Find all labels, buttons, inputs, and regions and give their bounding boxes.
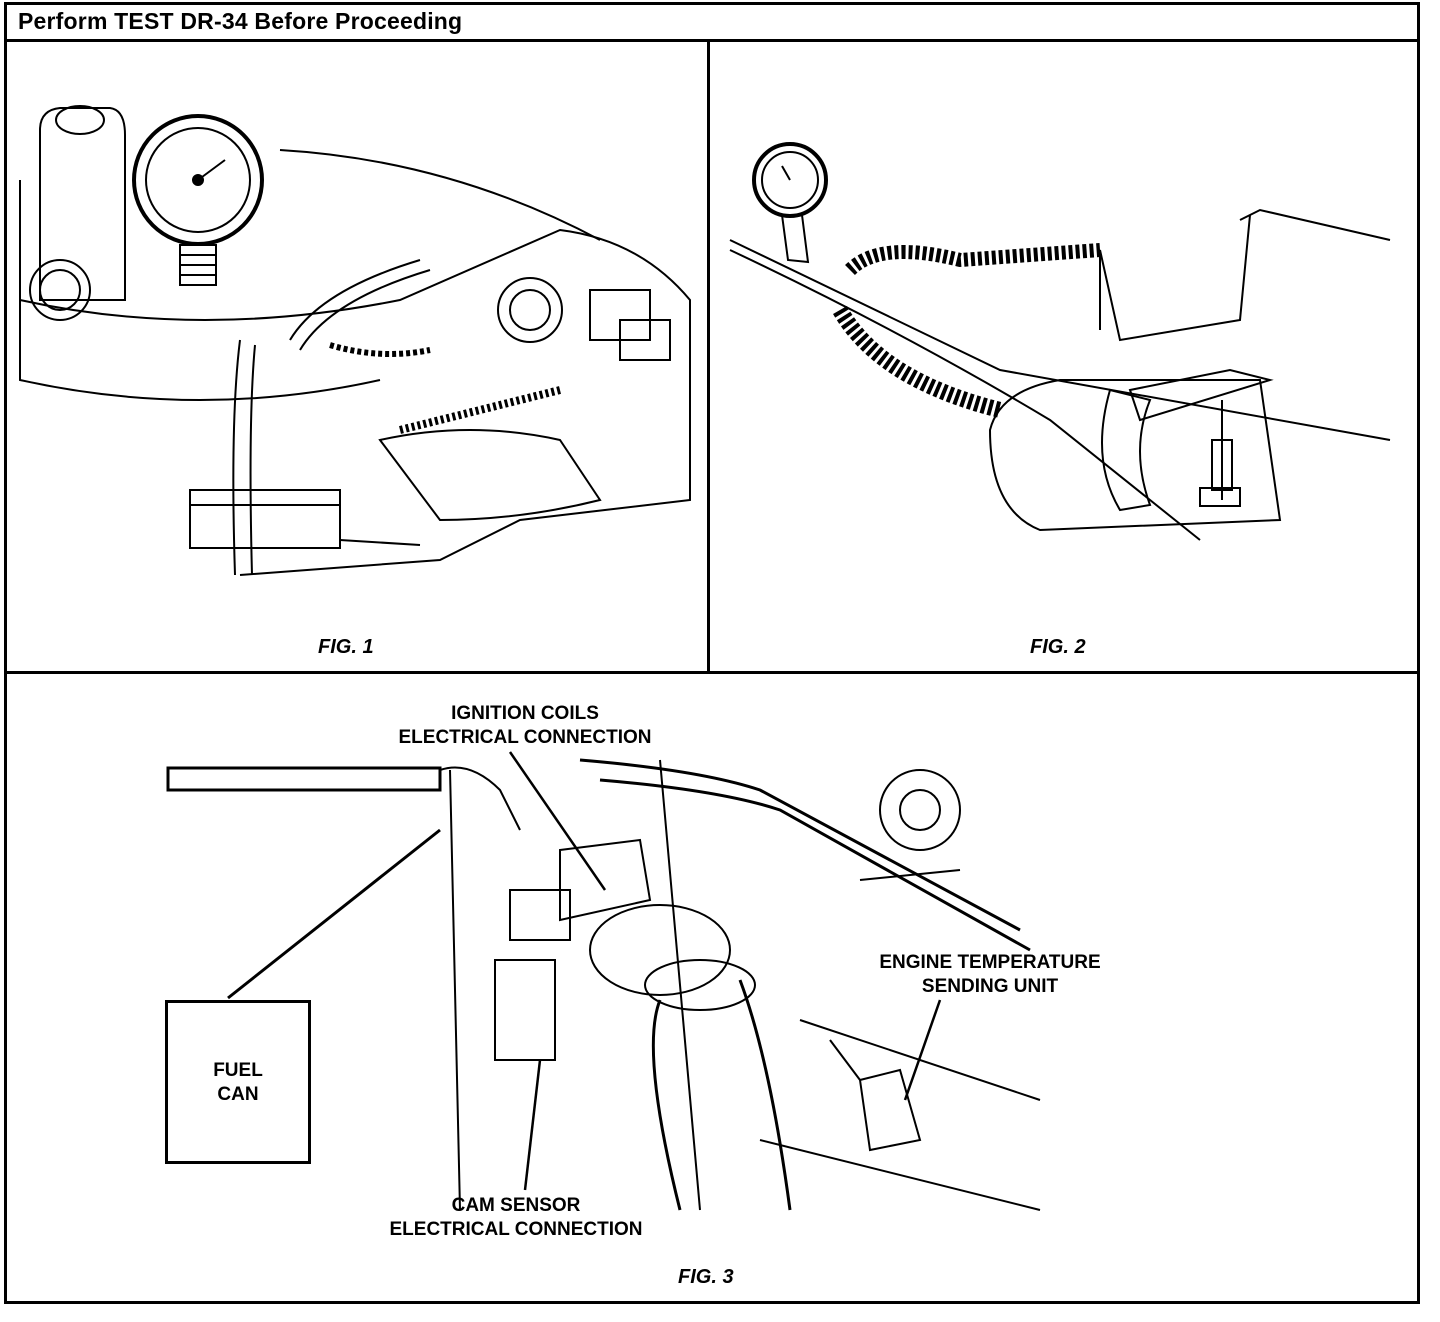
fuel-can-box: FUEL CAN (165, 1000, 311, 1164)
ignition-coils-label: IGNITION COILS ELECTRICAL CONNECTION (380, 702, 670, 750)
figure-1-illustration (19, 105, 691, 576)
engine-temperature-label: ENGINE TEMPERATURE SENDING UNIT (860, 951, 1120, 999)
figure-3-panel (4, 674, 1420, 1304)
figure-1-caption: FIG. 1 (318, 636, 374, 658)
radiator-cap (29, 259, 91, 321)
ignition-coils-text: IGNITION COILS ELECTRICAL CONNECTION (398, 703, 652, 748)
figure-2-caption: FIG. 2 (1030, 636, 1086, 658)
page-frame (4, 2, 1420, 1304)
fuel-can-label: FUEL CAN (213, 1060, 263, 1105)
header-title: Perform TEST DR-34 Before Proceeding (18, 8, 463, 34)
relay-box (189, 489, 341, 549)
gauge-hose (289, 259, 431, 351)
cam-sensor-text: CAM SENSOR ELECTRICAL CONNECTION (389, 1195, 643, 1240)
reservoir (39, 107, 126, 301)
engine-cover (19, 228, 691, 576)
figure-1-panel (4, 42, 710, 674)
throttle-body (497, 277, 563, 343)
figure-2-panel (710, 42, 1420, 674)
cam-sensor-label: CAM SENSOR ELECTRICAL CONNECTION (370, 1194, 662, 1242)
figure-3-caption: FIG. 3 (678, 1266, 734, 1288)
engine-temperature-text: ENGINE TEMPERATURE SENDING UNIT (879, 952, 1101, 997)
page-header: Perform TEST DR-34 Before Proceeding (4, 2, 1420, 42)
